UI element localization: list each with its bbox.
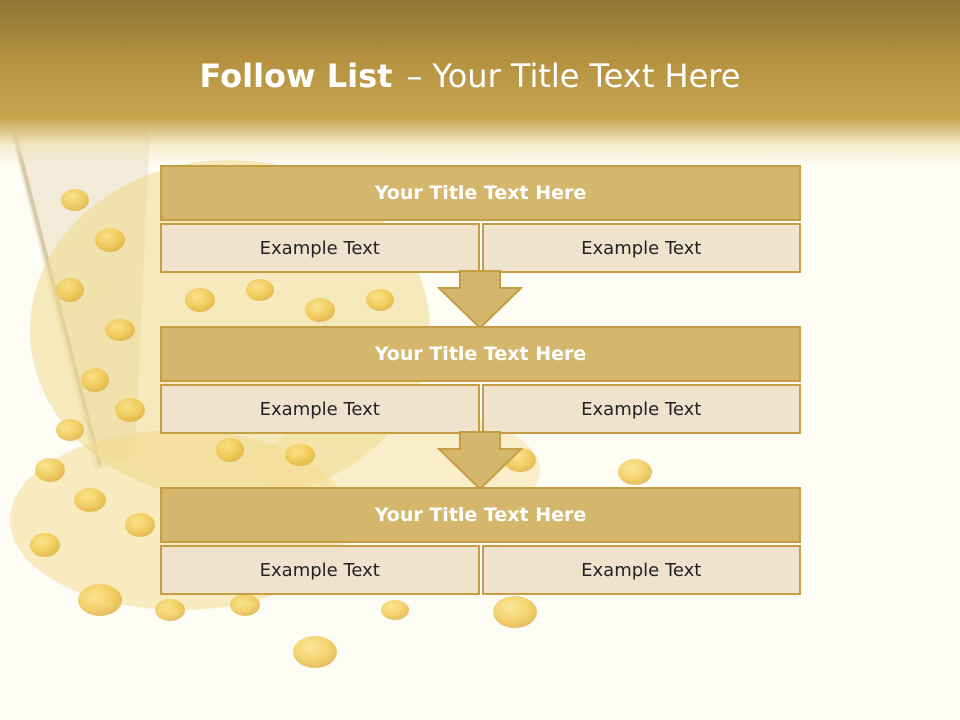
- flow-block-2: Your Title Text Here Example Text Exampl…: [160, 326, 801, 434]
- block-cell-left[interactable]: Example Text: [160, 545, 480, 595]
- block-cell-right[interactable]: Example Text: [481, 384, 801, 434]
- down-arrow-icon: [437, 270, 523, 330]
- block-cell-left[interactable]: Example Text: [160, 223, 480, 273]
- down-arrow-icon: [437, 431, 523, 491]
- block-cell-left[interactable]: Example Text: [160, 384, 480, 434]
- block-row: Example Text Example Text: [160, 545, 801, 595]
- title-dash: –: [406, 57, 423, 95]
- slide-title: Follow List–Your Title Text Here: [0, 52, 940, 100]
- flow-block-3: Your Title Text Here Example Text Exampl…: [160, 487, 801, 595]
- flow-block-1: Your Title Text Here Example Text Exampl…: [160, 165, 801, 273]
- title-bold-part: Follow List: [199, 57, 393, 95]
- block-title[interactable]: Your Title Text Here: [160, 487, 801, 543]
- header-band: [0, 0, 960, 165]
- block-title[interactable]: Your Title Text Here: [160, 326, 801, 382]
- block-row: Example Text Example Text: [160, 384, 801, 434]
- block-row: Example Text Example Text: [160, 223, 801, 273]
- title-rest-part: Your Title Text Here: [432, 57, 741, 95]
- block-cell-right[interactable]: Example Text: [481, 223, 801, 273]
- block-cell-right[interactable]: Example Text: [481, 545, 801, 595]
- block-title[interactable]: Your Title Text Here: [160, 165, 801, 221]
